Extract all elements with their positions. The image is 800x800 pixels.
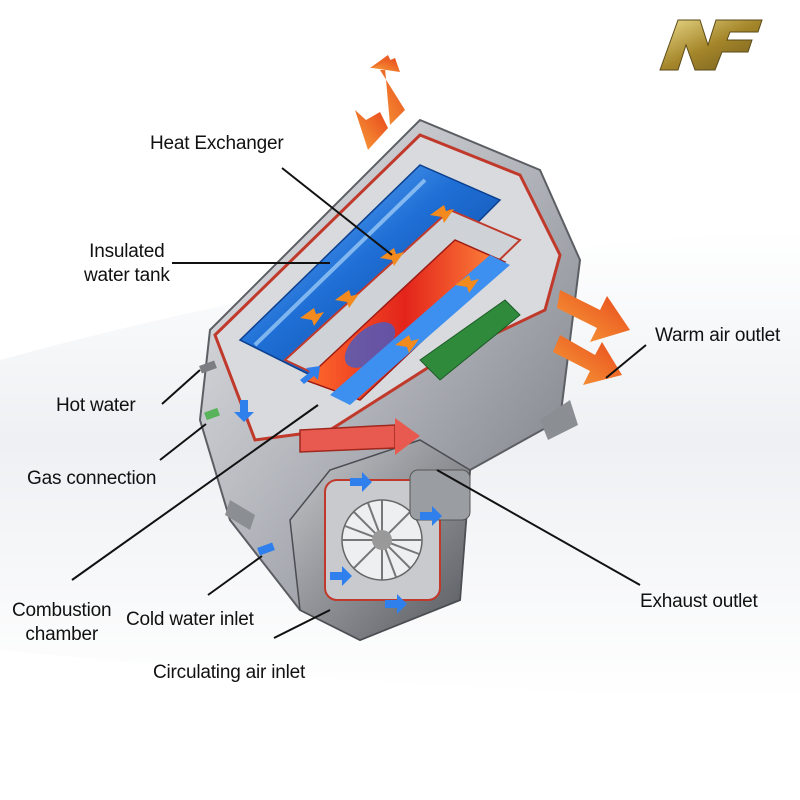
control-board (419, 299, 521, 381)
gas-connection-label: Gas connection (27, 468, 157, 489)
cold-water-inlet-label: Cold water inlet (126, 609, 254, 630)
nf-logo (659, 19, 763, 71)
warm-air-outlet-label: Warm air outlet (655, 325, 781, 346)
exhaust-pipe (299, 424, 396, 453)
water-tank (238, 164, 502, 381)
circulating-air-inlet-label: Circulating air inlet (153, 662, 306, 683)
insulated-tank-line1: Insulated (89, 241, 165, 262)
hot-water-connector (199, 360, 217, 374)
warm-air-arrows (355, 55, 630, 385)
insulated-tank-line2: water tank (84, 265, 170, 286)
exhaust-outlet-label: Exhaust outlet (640, 591, 758, 612)
gas-connector (204, 407, 220, 421)
combustion-line1: Combustion (12, 600, 112, 621)
insulated-tank-label: Insulated water tank (84, 240, 170, 288)
motor (409, 469, 471, 521)
cool-air-arrows (234, 366, 442, 614)
heat-exchanger-label: Heat Exchanger (150, 133, 284, 154)
hot-water-label: Hot water (56, 395, 136, 416)
cold-water-connector (257, 542, 275, 556)
leader-lines (71, 167, 647, 639)
internal-flow-arrows (300, 205, 479, 353)
combustion-line2: chamber (25, 624, 98, 645)
combustion-chamber-label: Combustion chamber (12, 599, 112, 647)
